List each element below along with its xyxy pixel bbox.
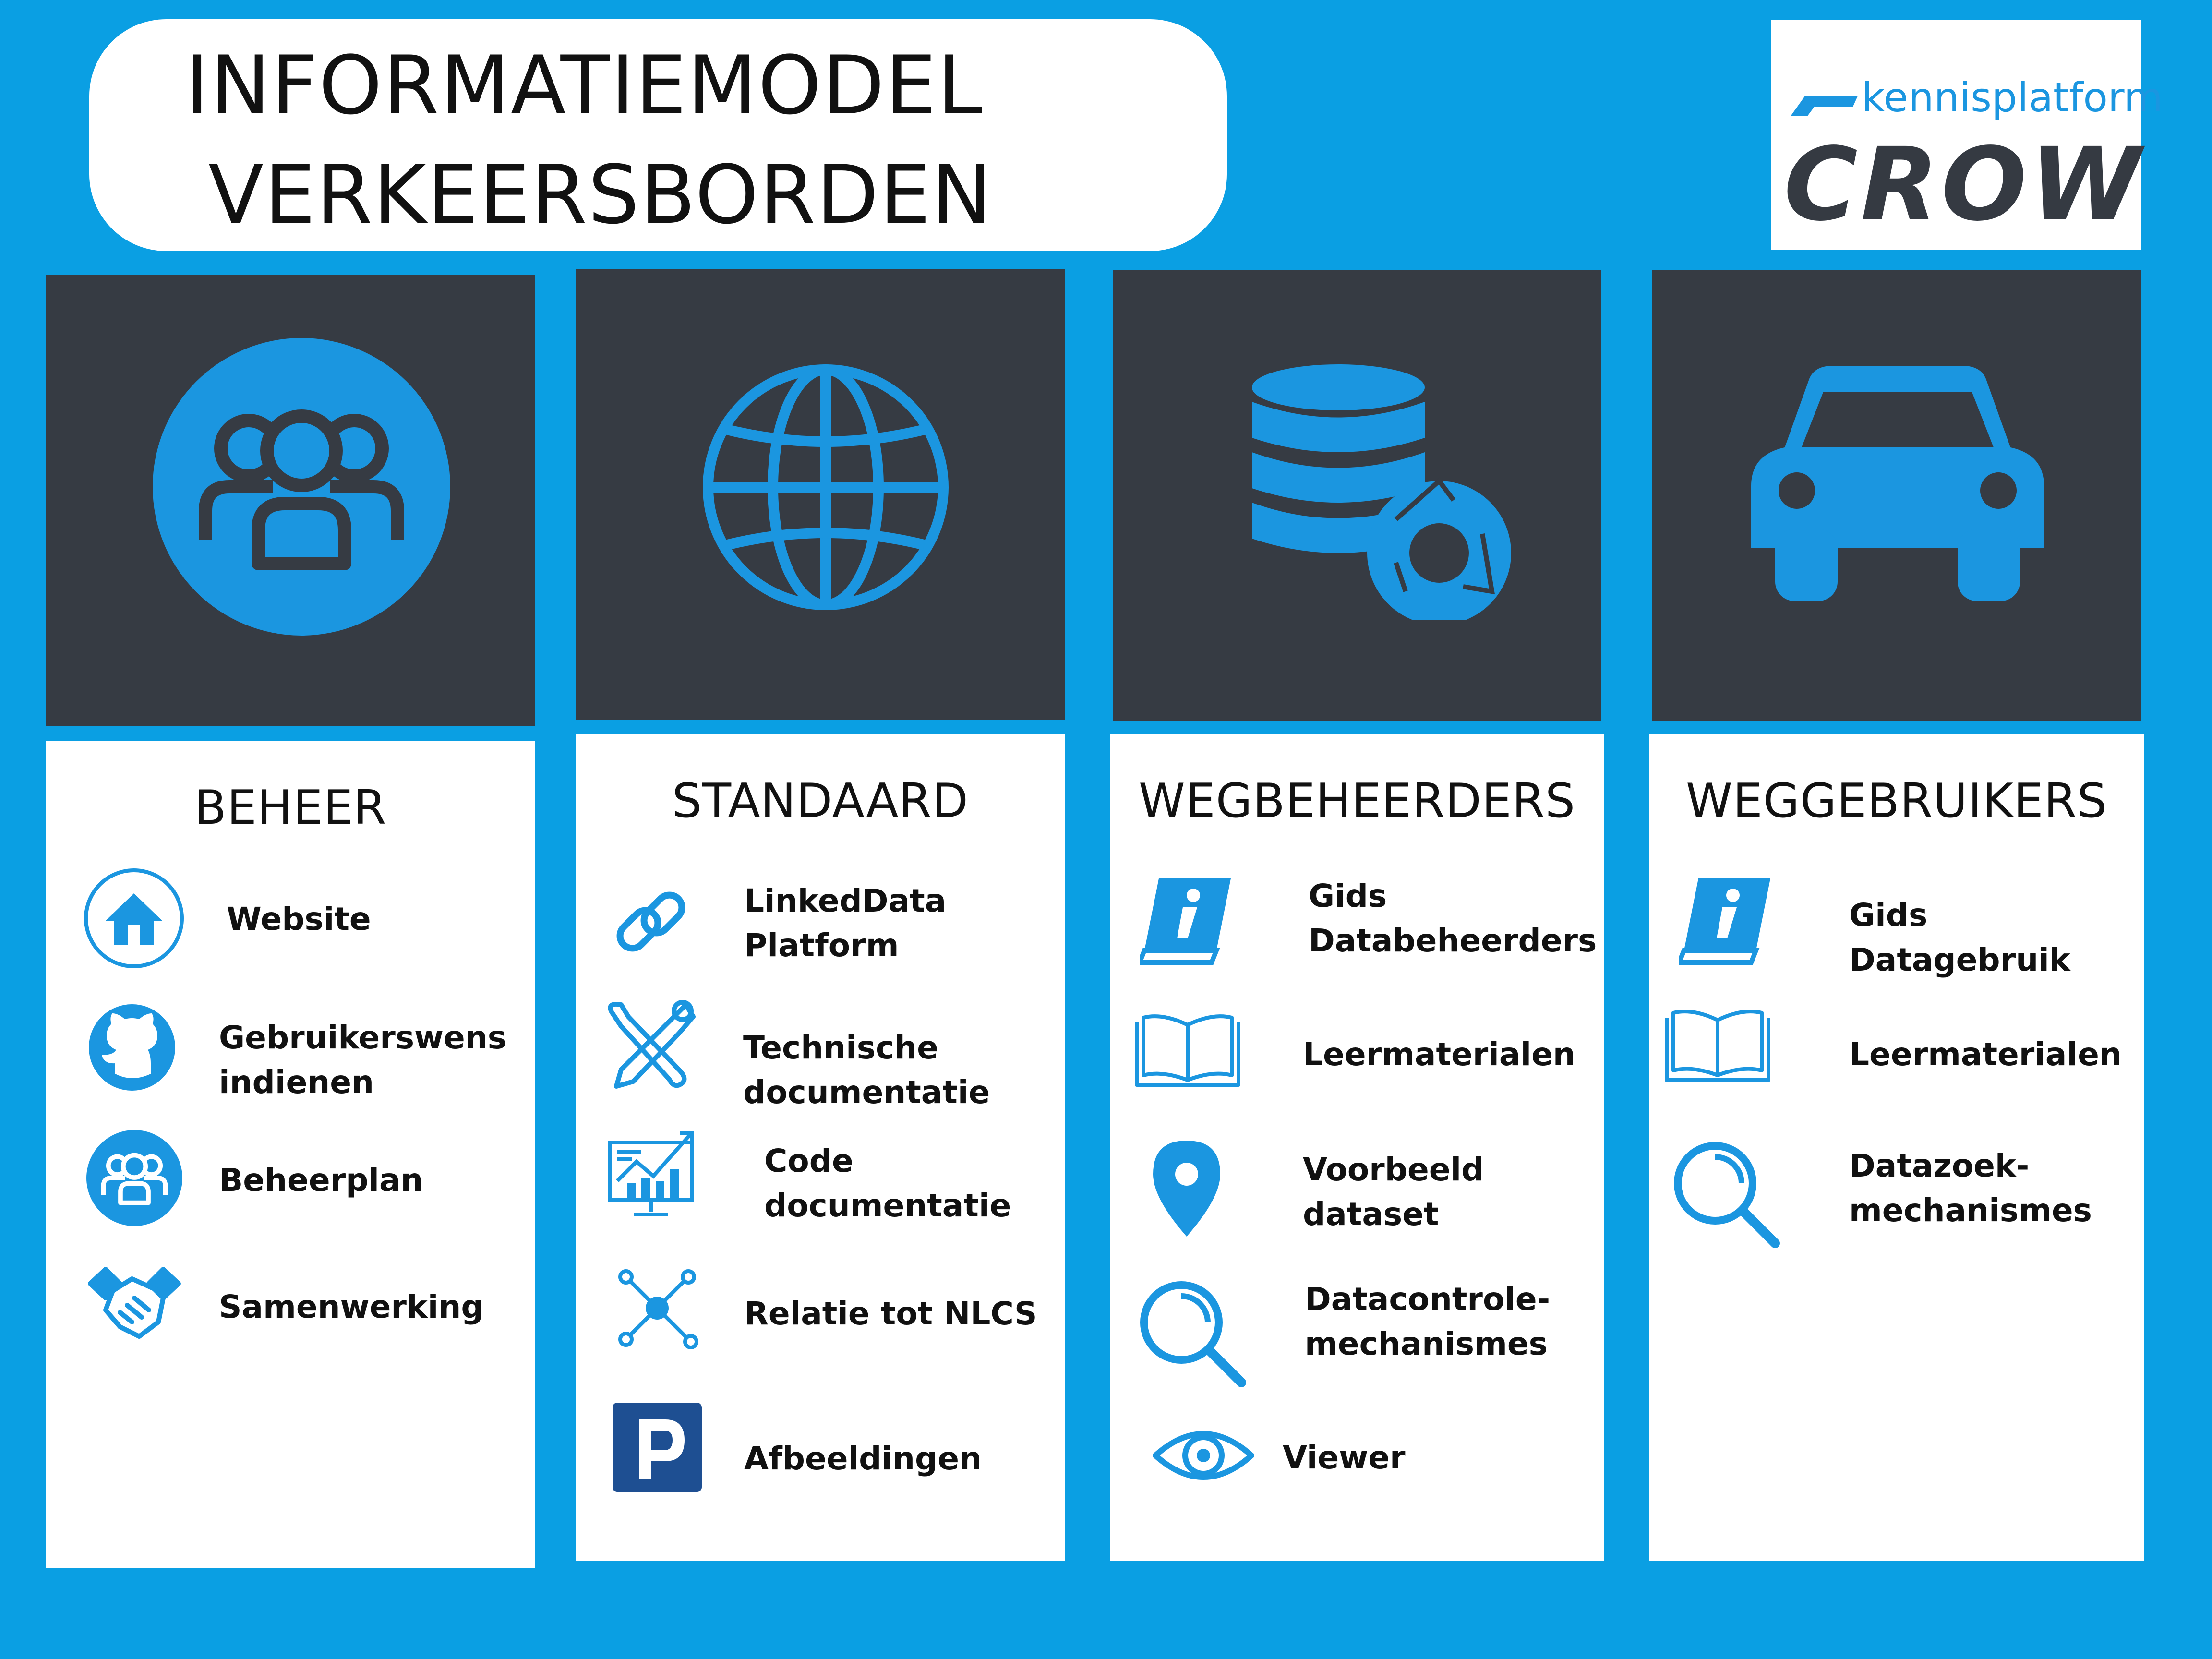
link-code-documentatie[interactable]: Code documentatie [608, 1123, 1049, 1238]
card-weggebruikers: WEGGEBRUIKERS Gids Datagebruik Leermater… [1649, 734, 2144, 1561]
globe-icon [703, 364, 949, 610]
info-book-icon [1679, 878, 1770, 965]
item-label: Relatie tot NLCS [744, 1295, 1037, 1332]
info-book-icon [1140, 878, 1231, 965]
link-gids-datagebruik[interactable]: Gids Datagebruik [1679, 874, 2130, 979]
link-afbeeldingen[interactable]: Afbeeldingen [613, 1403, 1045, 1508]
item-label: LinkedData Platform [744, 882, 947, 964]
open-book-icon [1135, 1014, 1240, 1087]
link-technische-documentatie[interactable]: Technische documentatie [602, 998, 1044, 1113]
item-label: Leermaterialen [1849, 1036, 2122, 1073]
eye-icon [1153, 1431, 1254, 1480]
item-label: Samenwerking [219, 1288, 484, 1325]
car-icon [1751, 366, 2044, 601]
item-label: Datazoek- mechanismes [1849, 1147, 2092, 1229]
title-line-1: INFORMATIEMODEL [185, 38, 984, 132]
card-standaard: STANDAARD LinkedData Platform Technische… [576, 734, 1065, 1561]
card-wegbeheerders: WEGBEHEERDERS Gids Databeheerders Leerma… [1110, 734, 1604, 1561]
card-heading-beheer: BEHEER [194, 781, 387, 835]
link-icon [616, 891, 685, 952]
open-book-icon [1665, 1010, 1770, 1082]
item-label: Leermaterialen [1303, 1036, 1575, 1073]
card-heading-standaard: STANDAARD [672, 774, 969, 829]
item-label: Gebruikerswens indienen [219, 1019, 507, 1101]
hero-panel-beheer [46, 275, 535, 726]
item-label: Website [227, 901, 371, 938]
hero-panel-wegbeheerders [1113, 270, 1601, 721]
link-leermaterialen-gebruikers[interactable]: Leermaterialen [1664, 1008, 2122, 1104]
link-website[interactable]: Website [83, 867, 515, 973]
link-voorbeeld-dataset[interactable]: Voorbeeld dataset [1153, 1141, 1604, 1256]
item-label: Gids Databeheerders [1309, 878, 1597, 959]
link-datazoek-mechanismes[interactable]: Datazoek- mechanismes [1670, 1138, 2121, 1253]
database-sync-icon [1252, 364, 1511, 620]
logo-kennisplatform: kennisplatform [1862, 74, 2163, 121]
crow-logo[interactable]: kennisplatform CROW [1771, 20, 2163, 250]
item-label: Gids Datagebruik [1849, 897, 2070, 978]
link-linkeddata-platform[interactable]: LinkedData Platform [608, 878, 1049, 984]
parking-sign-icon [613, 1403, 702, 1492]
card-heading-weggebruikers: WEGGEBRUIKERS [1685, 774, 2108, 829]
logo-swoosh-icon [1791, 96, 1858, 116]
link-gebruikerswens-indienen[interactable]: Gebruikerswens indienen [86, 1002, 518, 1107]
tools-icon [608, 1000, 696, 1089]
link-datacontrole-mechanismes[interactable]: Datacontrole- mechanismes [1136, 1277, 1587, 1392]
home-circle-icon [84, 868, 184, 968]
magnifier-icon [1674, 1142, 1780, 1248]
item-label: Datacontrole- mechanismes [1305, 1281, 1551, 1362]
link-viewer[interactable]: Viewer [1153, 1422, 1604, 1518]
link-gids-databeheerders[interactable]: Gids Databeheerders [1140, 874, 1597, 979]
chart-monitor-icon [608, 1131, 694, 1216]
item-label: Code documentatie [764, 1142, 1011, 1224]
people-circle-icon [153, 338, 450, 636]
people-circle-icon [86, 1130, 182, 1226]
title-box: INFORMATIEMODEL VERKEERSBORDEN [89, 19, 1227, 251]
item-label: Beheerplan [219, 1162, 423, 1199]
github-icon [89, 1004, 175, 1091]
item-label: Afbeeldingen [744, 1440, 982, 1477]
card-heading-wegbeheerders: WEGBEHEERDERS [1138, 774, 1576, 829]
link-samenwerking[interactable]: Samenwerking [86, 1264, 518, 1370]
item-label: Technische documentatie [743, 1029, 990, 1111]
network-icon [618, 1269, 698, 1349]
card-beheer: BEHEER Website Gebruikerswens indienen [46, 741, 535, 1568]
hero-panel-weggebruikers [1652, 270, 2141, 721]
handshake-icon [88, 1267, 181, 1339]
hero-panel-standaard [576, 269, 1065, 720]
link-leermaterialen[interactable]: Leermaterialen [1134, 1013, 1585, 1109]
item-label: Viewer [1283, 1439, 1406, 1476]
title-line-2: VERKEERSBORDEN [208, 148, 993, 242]
link-beheerplan[interactable]: Beheerplan [86, 1130, 518, 1236]
link-relatie-tot-nlcs[interactable]: Relatie tot NLCS [616, 1267, 1048, 1363]
item-label: Voorbeeld dataset [1303, 1151, 1484, 1233]
magnifier-icon [1140, 1281, 1246, 1387]
logo-crow: CROW [1784, 126, 2144, 243]
map-pin-icon [1153, 1141, 1220, 1237]
